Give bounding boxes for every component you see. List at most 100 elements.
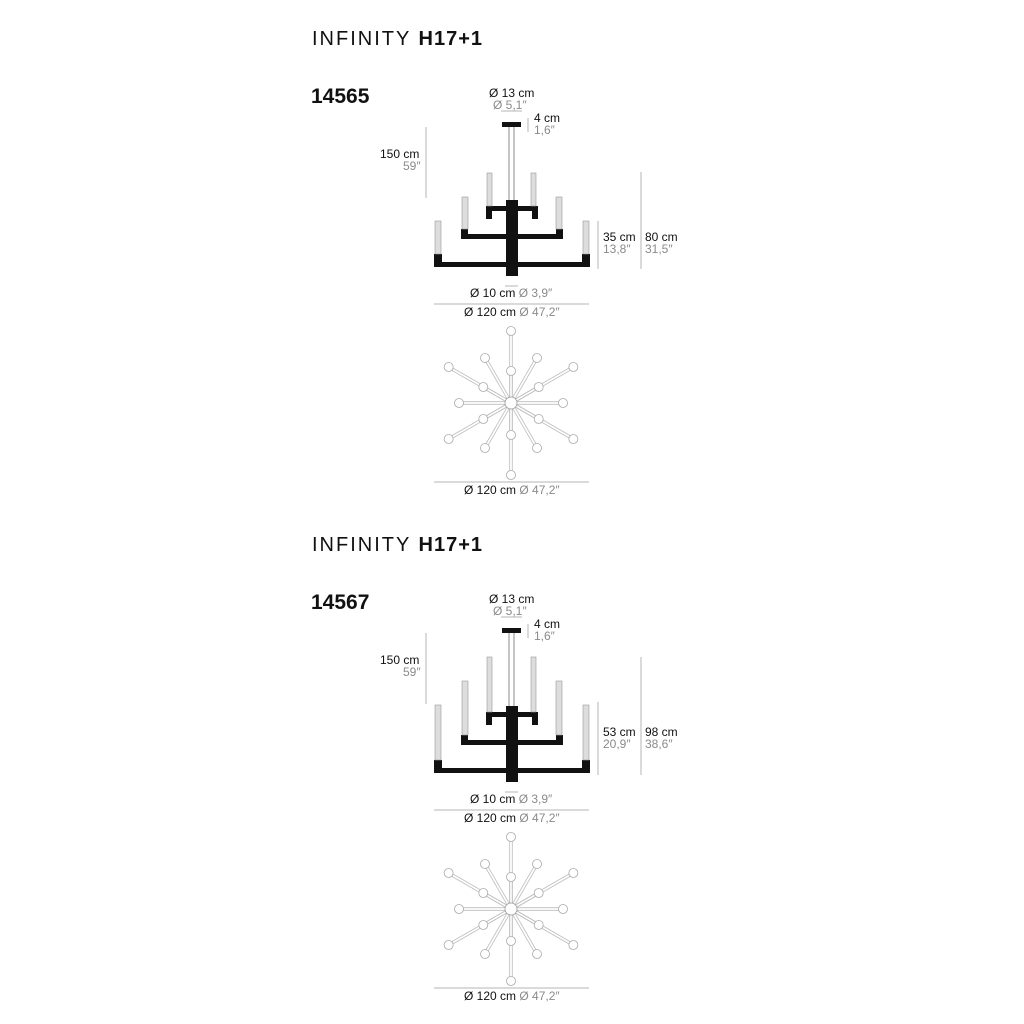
model-name: H17+1 — [418, 28, 484, 50]
total-height-cm: 80 cm — [645, 230, 678, 244]
lamp-head — [454, 904, 464, 914]
lamp-head — [506, 470, 516, 480]
lamp-head — [506, 976, 516, 986]
overall-width-in: Ø 47,2″ — [519, 811, 560, 825]
arm-line — [511, 402, 539, 448]
overall-width: Ø 120 cm Ø 47,2″ — [464, 812, 560, 824]
lamp-head — [480, 443, 490, 453]
lamp-head — [533, 920, 544, 930]
lamp-head — [443, 940, 454, 950]
side-view-14565 — [425, 110, 642, 305]
body-height-in: 13,8″ — [603, 242, 631, 256]
lamp-head — [480, 949, 490, 959]
body-height-cm: 53 cm — [603, 725, 636, 739]
total-height-in: 38,6″ — [645, 737, 673, 751]
lamp-head — [480, 353, 490, 363]
arm-tier-2 — [461, 740, 563, 745]
canopy-height-in: 1,6″ — [534, 123, 555, 137]
stem-diameter-cm: Ø 10 cm — [470, 792, 516, 806]
holder — [461, 735, 468, 745]
holder — [582, 254, 590, 267]
lamp-head — [532, 443, 542, 453]
lamp-head — [454, 398, 464, 408]
cable-length-in: 59″ — [403, 159, 421, 173]
stem-diameter-in: Ø 3,9″ — [518, 286, 553, 300]
glass-tube — [582, 220, 590, 255]
lamp-head — [506, 936, 516, 946]
glass-tube — [530, 172, 537, 207]
overall-width: Ø 120 cm Ø 47,2″ — [464, 306, 560, 318]
top-view-width-in: Ø 47,2″ — [519, 483, 560, 497]
glass-tube — [434, 704, 442, 761]
lamp-head — [443, 362, 454, 372]
arm-line — [511, 864, 539, 910]
lamp-head — [533, 414, 544, 424]
lamp-head — [443, 434, 454, 444]
body-height-in: 20,9″ — [603, 737, 631, 751]
canopy-height-cm: 4 cm — [534, 111, 561, 125]
arm-line — [509, 909, 537, 955]
arm-line — [509, 357, 537, 403]
top-view-width-cm: Ø 120 cm — [464, 483, 517, 497]
total-height-in: 31,5″ — [645, 242, 673, 256]
arm-line — [483, 864, 511, 910]
glass-tube — [555, 680, 563, 736]
canopy-diameter-in: Ø 5,1″ — [493, 98, 527, 112]
lamp-head — [478, 888, 489, 898]
arm-line — [485, 403, 513, 449]
arm-line — [483, 908, 511, 954]
arm-tier-1 — [434, 262, 590, 267]
total-height-cm: 98 cm — [645, 725, 678, 739]
arm-line — [485, 357, 513, 403]
lamp-head — [568, 434, 579, 444]
holder — [461, 229, 468, 239]
arm-line — [483, 358, 511, 404]
holder — [532, 712, 538, 725]
family-name: INFINITY — [312, 534, 411, 556]
lamp-head — [533, 382, 544, 392]
lamp-head — [506, 366, 516, 376]
holder — [486, 206, 492, 219]
top-view-width-cm: Ø 120 cm — [464, 989, 517, 1003]
arm-tier-1 — [434, 768, 590, 773]
top-view-14567 — [443, 832, 579, 986]
overall-width-cm: Ø 120 cm — [464, 811, 517, 825]
glass-tube — [461, 196, 469, 230]
stem-diameter: Ø 10 cm Ø 3,9″ — [470, 287, 552, 299]
arm-tier-3 — [486, 206, 538, 211]
lamp-head — [506, 430, 516, 440]
lamp-head — [506, 832, 516, 842]
arm-tier-3 — [486, 712, 538, 717]
stem-diameter-cm: Ø 10 cm — [470, 286, 516, 300]
canopy-diameter-cm: Ø 13 cm — [489, 592, 535, 606]
cable-length-cm: 150 cm — [380, 147, 420, 161]
product-code: 14565 — [311, 85, 370, 108]
canopy-diameter-cm: Ø 13 cm — [489, 86, 535, 100]
lamp-head — [568, 940, 579, 950]
stem-diameter-in: Ø 3,9″ — [518, 792, 553, 806]
glass-tube — [582, 704, 590, 761]
glass-tube — [555, 196, 563, 230]
lamp-head — [568, 362, 579, 372]
lamp-head — [478, 920, 489, 930]
stem-diameter: Ø 10 cm Ø 3,9″ — [470, 793, 552, 805]
lamp-head — [480, 859, 490, 869]
arm-line — [485, 863, 513, 909]
canopy-height-in: 1,6″ — [534, 629, 555, 643]
lamp-head — [532, 353, 542, 363]
holder — [582, 760, 590, 773]
lamp-head — [558, 904, 568, 914]
arm-line — [509, 403, 537, 449]
top-view-width-in: Ø 47,2″ — [519, 989, 560, 1003]
holder — [434, 254, 442, 267]
holder — [434, 760, 442, 773]
product-code: 14567 — [311, 591, 370, 614]
lamp-head — [506, 872, 516, 882]
holder — [556, 735, 563, 745]
glass-tube — [530, 656, 537, 713]
arm-line — [485, 909, 513, 955]
lamp-head — [478, 414, 489, 424]
glass-tube — [434, 220, 442, 255]
